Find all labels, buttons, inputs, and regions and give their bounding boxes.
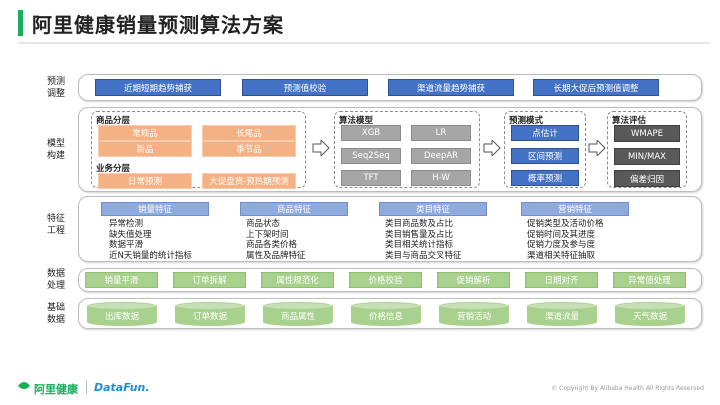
algorithm-item: DeepAR [411,148,471,164]
layer-label-adjust: 预测 调整 [46,77,65,99]
page-title: 阿里健康销量预测算法方案 [32,13,284,37]
layer-label-processing: 数据 处理 [46,269,65,291]
feature-group-title: 类目特征 [379,202,487,216]
algorithm-item: LR [411,125,471,141]
business-tier-title: 业务分层 [96,164,131,174]
layer-label-feature: 特征 工程 [46,214,65,236]
business-tier-item: 日常预测 [98,173,192,189]
processing-item: 异常值处理 [613,272,686,288]
feature-group-list: 商品状态 上下架时间 商品各类价格 属性及品牌特征 [246,219,306,261]
ali-health-logo-icon [18,382,30,389]
footer-brand-right: DataFun. [94,381,150,394]
evaluation-item: MIN/MAX [614,148,680,165]
mode-item: 概率预测 [511,170,579,186]
arrow-right-icon [483,140,501,156]
database-cylinder: 商品属性 [263,302,333,326]
layer-model: 商品分层 常规品 长尾品 新品 季节品 业务分层 日常预测 大促盘货-预热期预测… [78,107,702,192]
database-cylinder: 出库数据 [87,302,157,326]
algorithm-item: Seq2Seq [341,148,401,164]
algorithm-box: 算法模型 XGB LR Seq2Seq DeepAR TFT H-W [334,111,480,188]
product-tier-item: 常规品 [98,125,192,141]
processing-item: 促销解析 [437,272,510,288]
feature-group-title: 商品特征 [240,202,348,216]
adjust-item: 近期短期趋势捕获 [95,79,221,96]
layer-label-model: 模型 构建 [46,139,65,161]
footer-divider [86,380,87,394]
product-tier-item: 季节品 [202,141,296,157]
feature-group-title: 销量特征 [101,202,209,216]
adjust-item: 预测值校验 [242,79,368,96]
database-cylinder: 价格信息 [351,302,421,326]
mode-item: 点估计 [511,125,579,141]
processing-item: 属性规范化 [261,272,334,288]
title-accent-bar [18,10,23,36]
processing-item: 销量平滑 [85,272,158,288]
database-cylinder: 营销活动 [439,302,509,326]
processing-item: 订单拆解 [173,272,246,288]
mode-box: 预测模式 点估计 区间预测 概率预测 [504,111,586,188]
adjust-item: 长期大促后预测值调整 [533,79,659,96]
database-cylinder: 渠道流量 [527,302,597,326]
title-divider [18,42,710,44]
feature-group-title: 营销特征 [521,202,629,216]
processing-item: 价格校验 [349,272,422,288]
evaluation-box: 算法评估 WMAPE MIN/MAX 偏差归因 [607,111,687,188]
layer-adjust: 近期短期趋势捕获 预测值校验 渠道流量趋势捕获 长期大促后预测值调整 [78,74,702,101]
mode-title: 预测模式 [509,116,544,126]
algorithm-item: H-W [411,170,471,186]
layer-label-base: 基础 数据 [46,303,65,325]
layer-processing: 销量平滑 订单拆解 属性规范化 价格校验 促销解析 日期对齐 异常值处理 [78,268,702,292]
footer-brand-left: 阿里健康 [34,383,78,396]
database-cylinder: 订单数据 [175,302,245,326]
mode-item: 区间预测 [511,148,579,164]
business-tier-item: 大促盘货-预热期预测 [202,173,296,189]
arrow-right-icon [312,140,330,156]
evaluation-title: 算法评估 [612,116,647,126]
layer-base: 出库数据 订单数据 商品属性 价格信息 营销活动 渠道流量 天气数据 [78,298,702,329]
arrow-right-icon [588,140,606,156]
footer-copyright: © Copyright By Alibaba Health All Rights… [551,385,704,392]
feature-group-list: 类目商品数及占比 类目销售量及占比 类目相关统计指标 类目与商品交叉特征 [385,219,462,261]
algorithm-item: TFT [341,170,401,186]
product-tier-title: 商品分层 [96,116,131,126]
algorithm-item: XGB [341,125,401,141]
product-tier-item: 长尾品 [202,125,296,141]
adjust-item: 渠道流量趋势捕获 [388,79,514,96]
product-tier-item: 新品 [98,141,192,157]
layer-feature: 销量特征 异常检测 缺失值处理 数据平滑 近N天销量的统计指标 商品特征 商品状… [78,196,702,262]
processing-item: 日期对齐 [525,272,598,288]
tier-group-box: 商品分层 常规品 长尾品 新品 季节品 业务分层 日常预测 大促盘货-预热期预测 [91,111,306,189]
evaluation-item: WMAPE [614,125,680,142]
feature-group-list: 促销类型及活动价格 促销时间及其进度 促销力度及参与度 渠道相关特征抽取 [527,219,604,261]
evaluation-item: 偏差归因 [614,170,680,187]
feature-group-list: 异常检测 缺失值处理 数据平滑 近N天销量的统计指标 [109,219,192,261]
algorithm-title: 算法模型 [339,116,374,126]
database-cylinder: 天气数据 [615,302,685,326]
